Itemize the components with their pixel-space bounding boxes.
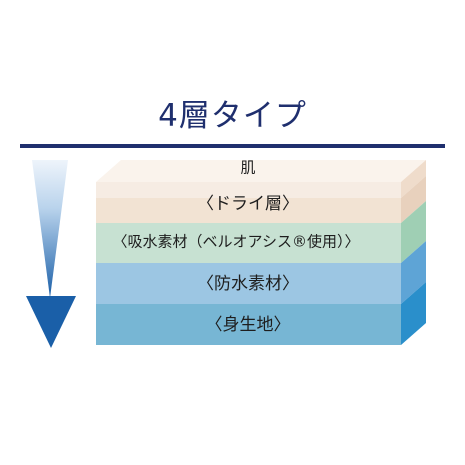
title-underline xyxy=(20,144,445,148)
layer-outer-fabric-front xyxy=(96,304,401,345)
layer-dry-side xyxy=(401,176,426,223)
layer-waterproof-front xyxy=(96,263,401,304)
layer-dry: 〈ドライ層〉 xyxy=(96,176,426,223)
layer-absorbent-label: 〈吸水素材（ベルオアシス®使用）〉 xyxy=(113,233,360,251)
layer-outer-fabric-label: 〈身生地〉 xyxy=(206,315,291,335)
layer-dry-front xyxy=(96,198,401,223)
stack-top-face xyxy=(96,160,426,182)
layer-skin-side xyxy=(401,160,426,198)
layer-outer-fabric-side xyxy=(401,282,426,345)
layer-waterproof-label: 〈防水素材〉 xyxy=(197,274,299,294)
layer-dry-label: 〈ドライ層〉 xyxy=(197,194,299,214)
layer-waterproof: 〈防水素材〉 xyxy=(96,241,426,304)
layer-skin: 肌 xyxy=(96,160,426,198)
layer-skin-front xyxy=(96,182,401,198)
layer-absorbent-side xyxy=(401,201,426,263)
layer-skin-label: 肌 xyxy=(240,160,255,177)
layer-absorbent-front xyxy=(96,223,401,263)
layer-stack: 肌 〈ドライ層〉 〈吸水素材（ベルオアシス®使用）〉 〈防水素材〉 〈身生地〉 xyxy=(96,160,426,345)
arrow-head xyxy=(26,296,76,348)
layer-outer-fabric: 〈身生地〉 xyxy=(96,282,426,345)
diagram-title: 4層タイプ xyxy=(158,98,307,134)
down-arrow-icon xyxy=(26,160,76,348)
layer-absorbent: 〈吸水素材（ベルオアシス®使用）〉 xyxy=(96,201,426,263)
arrow-shaft xyxy=(32,160,68,298)
layer-waterproof-side xyxy=(401,241,426,304)
